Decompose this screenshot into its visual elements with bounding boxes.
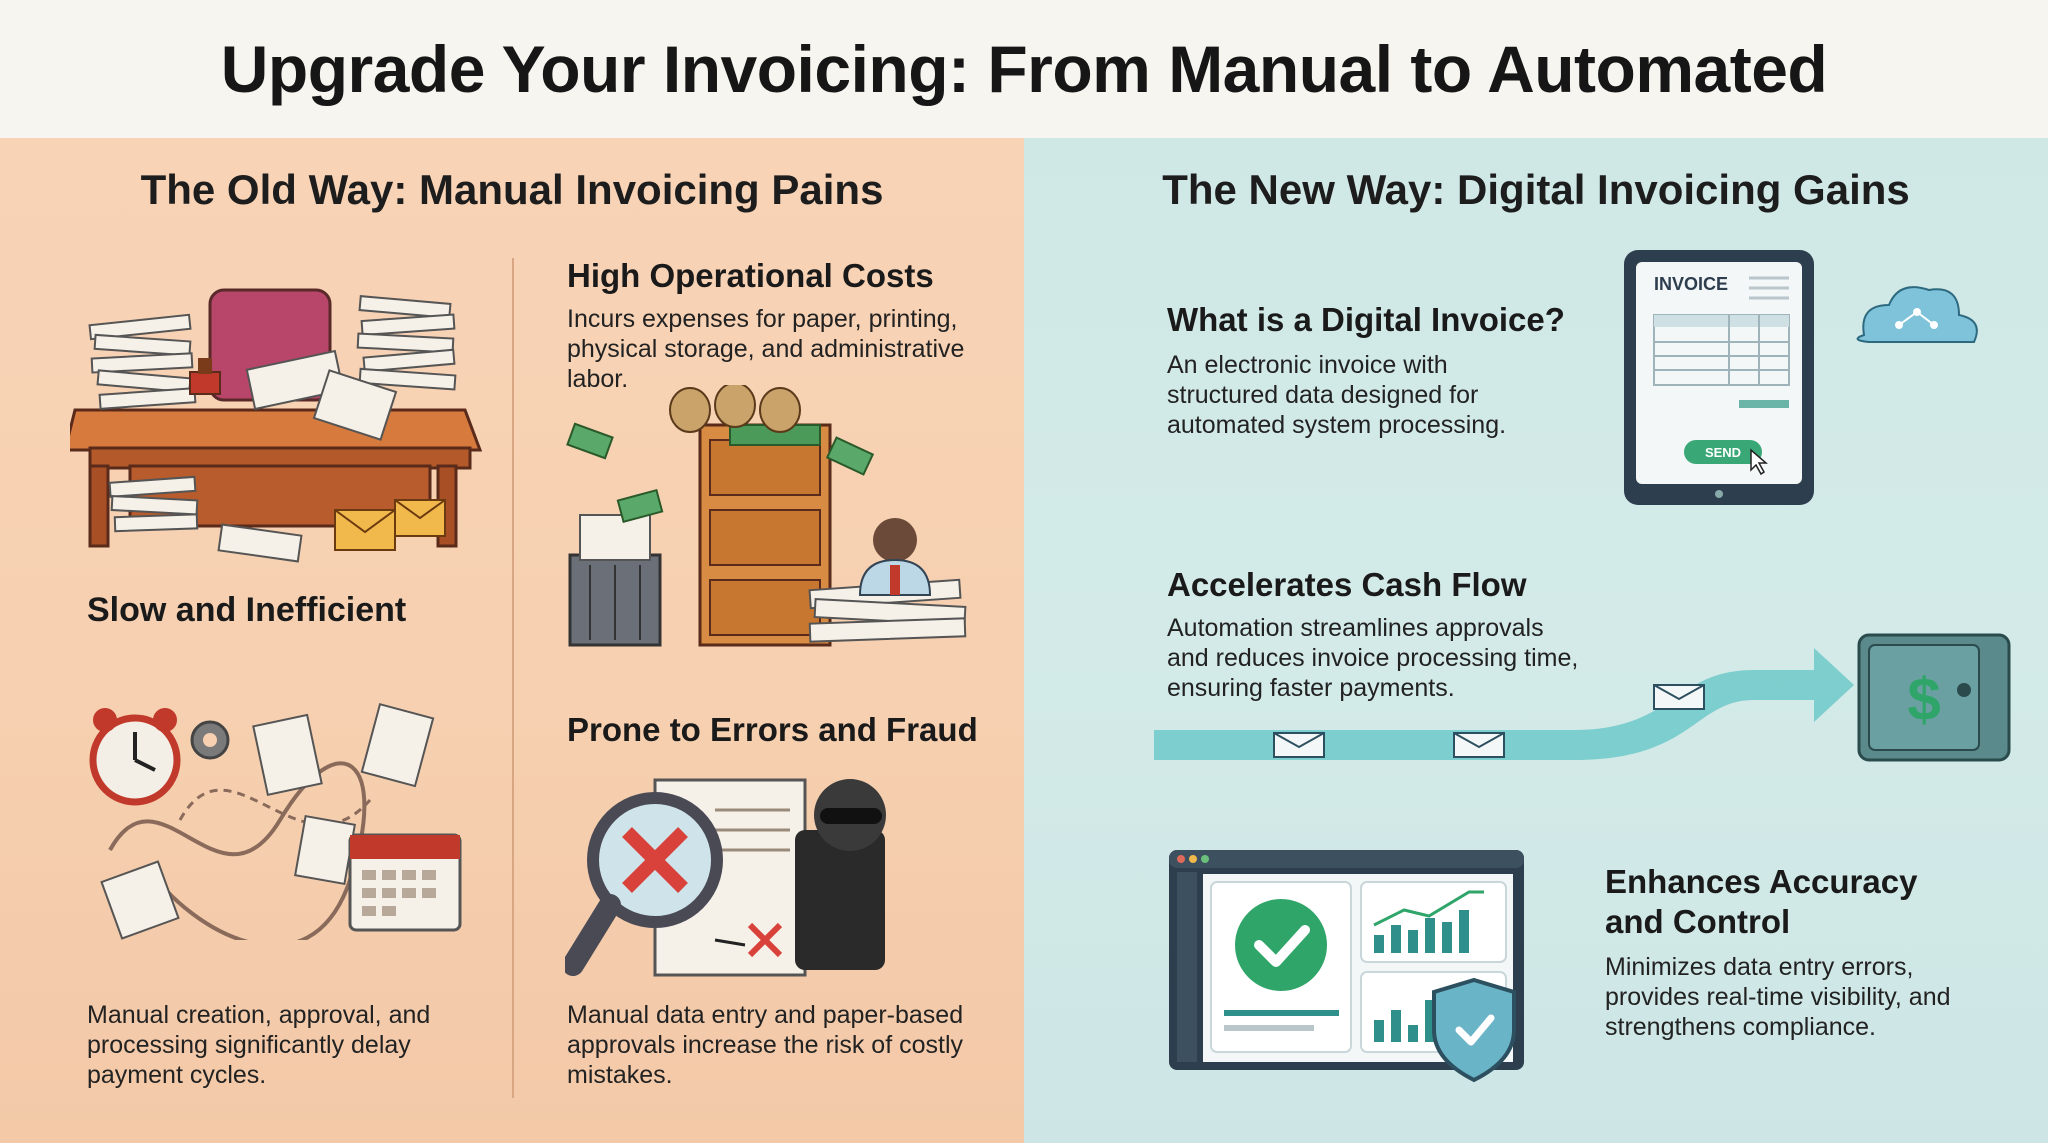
slow-title: Slow and Inefficient [87,591,407,629]
old-way-panel: The Old Way: Manual Invoicing Pains [0,138,1024,1143]
cashflow-title: Accelerates Cash Flow [1167,566,1527,603]
panel-divider [512,258,514,1098]
new-way-panel: The New Way: Digital Invoicing Gains Wha… [1024,138,2048,1143]
digital-invoice-tablet-illustration: INVOICE SEND [1624,250,1978,505]
old-way-heading: The Old Way: Manual Invoicing Pains [140,166,884,213]
delay-chaos-illustration [89,702,462,940]
costs-title: High Operational Costs [567,257,934,294]
new-way-heading: The New Way: Digital Invoicing Gains [1162,166,1910,213]
tablet-send-button: SEND [1705,445,1741,460]
errors-desc: Manual data entry and paper-based approv… [567,1001,964,1089]
accuracy-title: Enhances Accuracy and Control [1605,863,1918,940]
digital-title: What is a Digital Invoice? [1167,301,1565,338]
dashboard-illustration [1169,850,1524,1083]
accuracy-desc: Minimizes data entry errors, provides re… [1605,953,1951,1041]
messy-desk-illustration [70,288,483,563]
slow-desc: Manual creation, approval, and processin… [87,1001,431,1089]
costs-desc: Incurs expenses for paper, printing, phy… [567,305,965,393]
tablet-invoice-label: INVOICE [1654,274,1728,294]
errors-title: Prone to Errors and Fraud [567,711,978,748]
svg-text:$: $ [1907,666,1940,733]
cash-flow-arrow-illustration: $ [1154,633,2011,762]
fraud-magnifier-illustration [565,778,886,977]
digital-desc: An electronic invoice with structured da… [1167,351,1507,439]
title-banner: Upgrade Your Invoicing: From Manual to A… [0,0,2048,138]
costly-filing-illustration [566,385,967,647]
cashflow-desc: Automation streamlines approvals and red… [1167,614,1579,702]
page-title: Upgrade Your Invoicing: From Manual to A… [220,32,1828,106]
